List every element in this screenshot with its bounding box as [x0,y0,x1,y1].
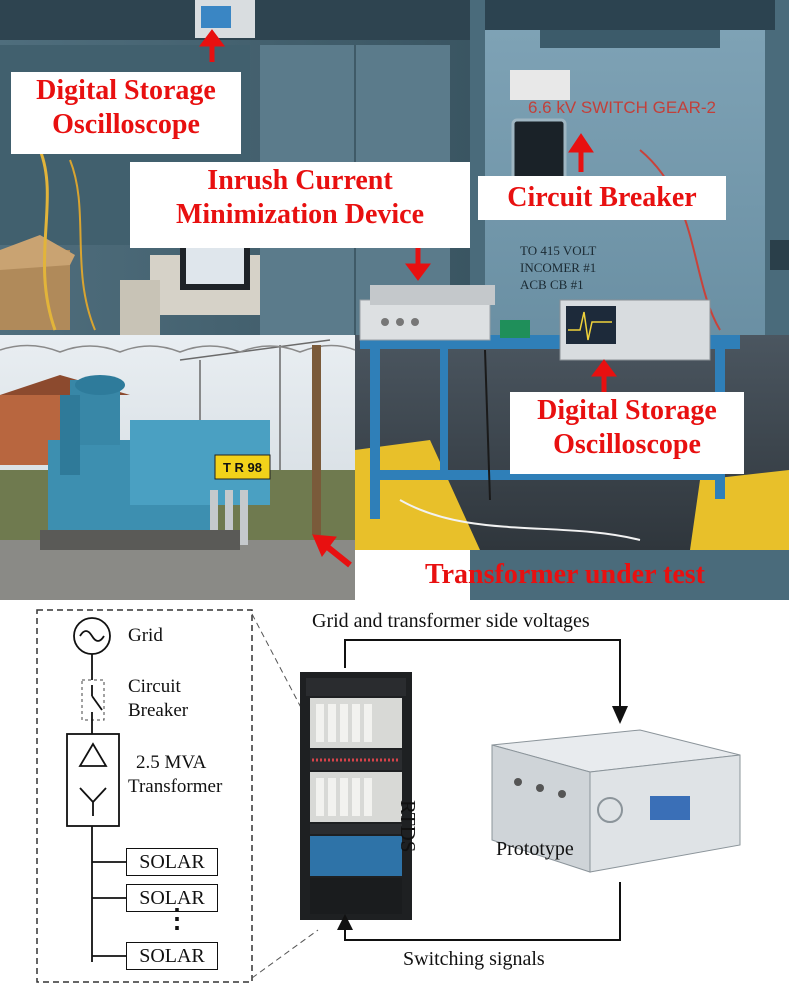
dashed-enclosure [36,609,253,983]
callout-dso-top-line2: Oscilloscope [52,108,200,140]
panel-title-text: 6.6 kV SWITCH GEAR-2 [528,98,716,117]
breaker-label-line1: Circuit [128,676,181,697]
callout-dso-right-line2: Oscilloscope [553,428,701,460]
callout-icmd-line2: Minimization Device [175,198,425,230]
svg-text:ACB CB #1: ACB CB #1 [520,277,584,292]
callout-dso-top: Digital Storage Oscilloscope [11,72,241,154]
callout-transformer-under-test: Transformer under test [390,555,740,595]
solar-box-1: SOLAR [126,848,218,876]
arrow-to-prototype-icon [612,706,628,724]
callout-dso-right: Digital Storage Oscilloscope [510,392,744,474]
top-signal-label: Grid and transformer side voltages [312,610,590,632]
solar-box-3: SOLAR [126,942,218,970]
callout-circuit-breaker-text: Circuit Breaker [507,182,697,213]
prototype-box-icon [491,729,741,873]
callout-icmd: Inrush Current Minimization Device [130,162,470,248]
rtds-rack-icon [300,672,412,920]
schematic-diagram [36,609,741,983]
callout-circuit-breaker: Circuit Breaker [478,176,726,220]
solar-ellipsis: ⋮ [164,904,190,933]
callout-transformer-under-test-text: Transformer under test [425,559,705,590]
callout-dso-top-line1: Digital Storage [36,75,216,106]
solar-box-2: SOLAR [126,884,218,912]
bottom-signal-label: Switching signals [403,948,545,970]
callout-dso-right-line1: Digital Storage [537,395,717,426]
arrow-to-rtds-icon [337,914,353,930]
svg-text:INCOMER #1: INCOMER #1 [520,260,596,275]
breaker-label-line2: Breaker [128,700,189,721]
transformer-label-line1: 2.5 MVA [136,752,207,773]
circuit-breaker-icon [81,679,105,721]
callout-icmd-line1: Inrush Current [207,165,393,196]
rtds-label: RTDS [396,800,420,853]
svg-text:TO 415 VOLT: TO 415 VOLT [520,243,596,258]
grid-label: Grid [128,625,163,646]
transformer-label-line2: Transformer [128,776,223,797]
prototype-label: Prototype [496,838,574,860]
callout-arrows [199,29,617,568]
transformer-symbol-icon [66,733,120,827]
transformer-plate-text: T R 98 [223,460,262,475]
